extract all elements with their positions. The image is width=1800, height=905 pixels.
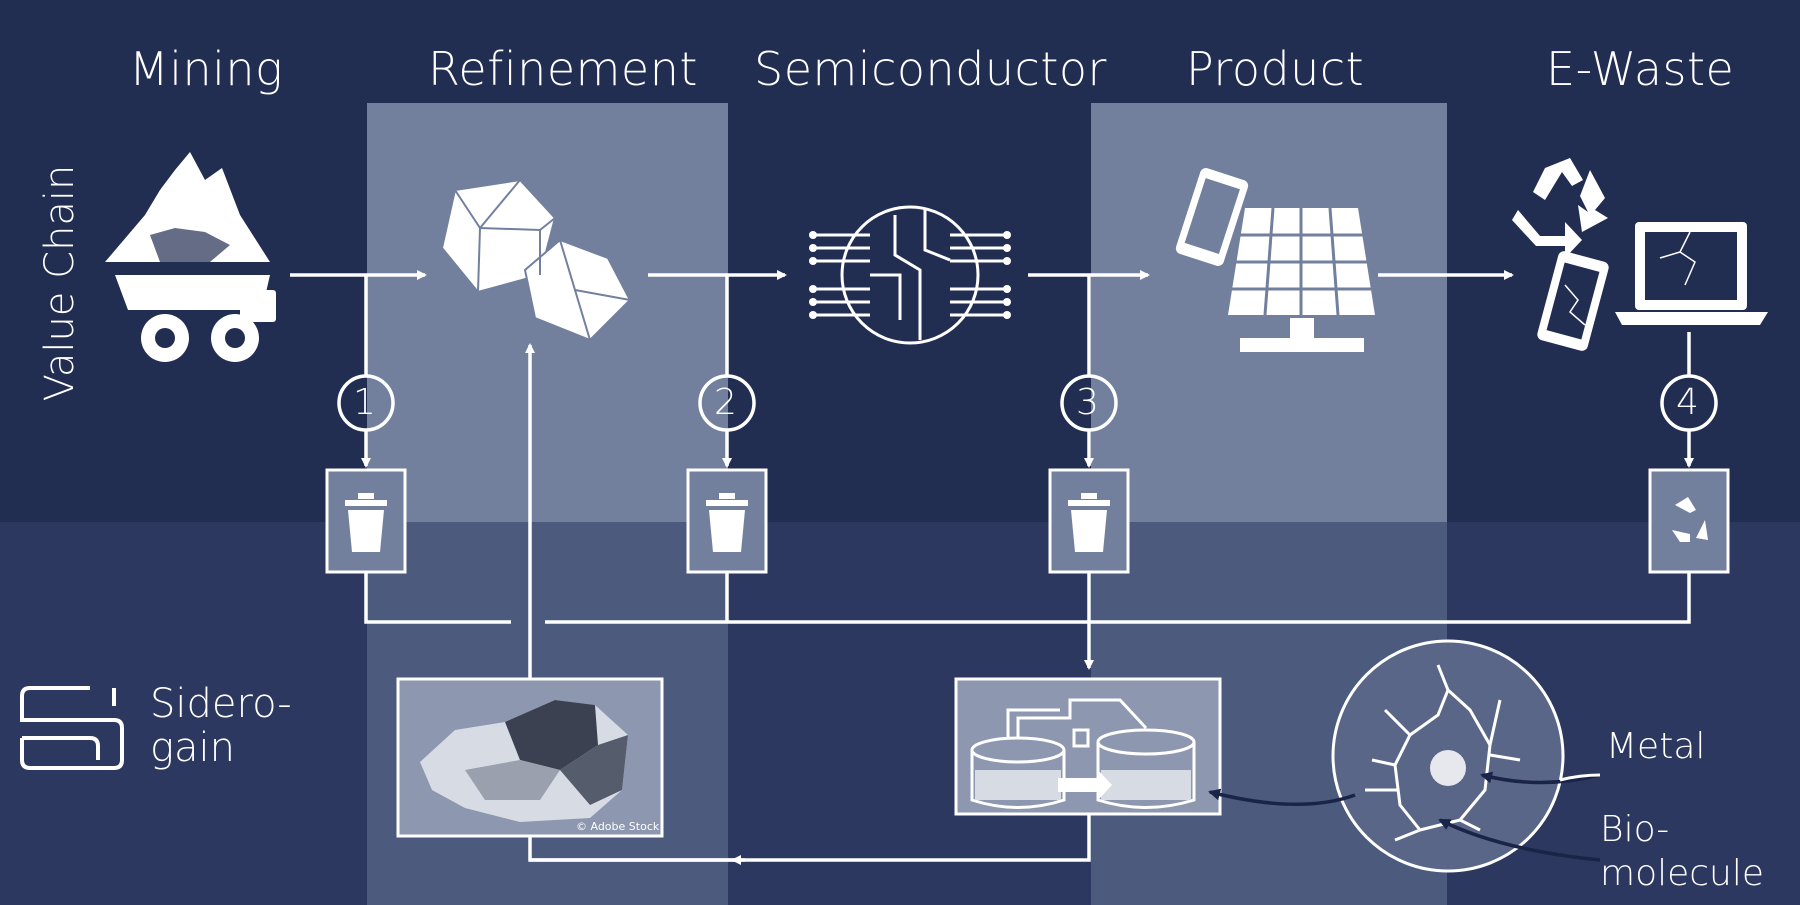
trash-icon [325, 468, 407, 574]
value-chain-label: Value Chain [37, 164, 83, 402]
step-4-number: 4 [1676, 382, 1699, 423]
biomolecule-label-line-2: molecule [1600, 853, 1765, 894]
return-loop [525, 343, 1091, 862]
collect-main [545, 572, 1691, 624]
bio-to-reactor-arrow [1208, 788, 1356, 807]
biomolecule-label-line-1: Bio- [1600, 809, 1670, 850]
step-1-number: 1 [353, 382, 376, 423]
stage-title-mining: Mining [129, 42, 284, 96]
recycle-bin-icon [1648, 468, 1730, 574]
stage-title-refinement: Refinement [428, 42, 698, 96]
recycle-icon [1512, 158, 1608, 258]
brand-name: Sidero- gain [150, 682, 292, 770]
biomolecule-pointer [1438, 818, 1601, 862]
step-3-number: 3 [1076, 382, 1099, 423]
stage-title-product: Product [1186, 42, 1365, 96]
step-3-circle [1060, 374, 1118, 432]
step-4-circle [1660, 374, 1718, 432]
phone-icon [1175, 168, 1249, 266]
metal-pointer [1480, 771, 1601, 785]
trash-icon [686, 468, 768, 574]
stage-title-semiconductor: Semiconductor [754, 42, 1107, 96]
metal-label: Metal [1606, 726, 1706, 767]
biomolecule-label: Bio- molecule [1600, 808, 1764, 896]
chip-pins [809, 231, 1011, 319]
mining-truck-icon [105, 152, 276, 362]
label-leaders [1559, 773, 1601, 782]
chip-icon [815, 205, 1005, 345]
pointer-arrows [1208, 771, 1601, 862]
step-circles [337, 374, 1718, 432]
metal-ore-image [396, 677, 664, 838]
metal-leader [1559, 773, 1601, 782]
brand-line-1: Sidero- [150, 681, 292, 727]
crystal-icon [440, 178, 632, 342]
solar-panel-icon [1228, 207, 1375, 352]
broken-laptop-icon [1615, 222, 1768, 325]
step-2-number: 2 [714, 382, 737, 423]
broken-phone-icon [1537, 251, 1609, 351]
bins [325, 468, 1730, 574]
siderogain-logo [20, 686, 124, 770]
trash-icon [1048, 468, 1130, 574]
step-1-circle [337, 374, 395, 432]
biomolecule-icon [1331, 639, 1565, 873]
flow-lines [290, 270, 1694, 862]
bioreactor-icon [954, 677, 1222, 816]
image-credit: © Adobe Stock [576, 820, 660, 833]
collect-1 [364, 572, 511, 624]
step-2-circle [698, 374, 756, 432]
brand-line-2: gain [150, 725, 235, 771]
stage-title-ewaste: E-Waste [1546, 42, 1735, 96]
